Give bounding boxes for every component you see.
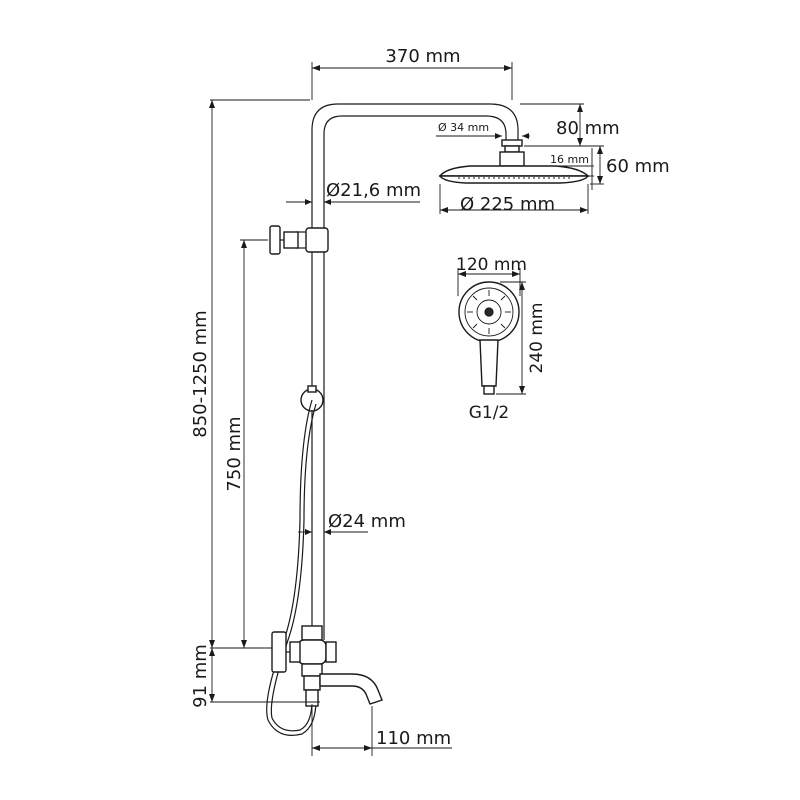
dim-hand-shower-length: 240 mm [527, 303, 547, 374]
head-swivel [499, 151, 525, 167]
dim-head-thickness: 16 mm [550, 153, 589, 166]
shower-column [311, 103, 525, 640]
head-connector-lower [504, 145, 520, 153]
dim-hand-shower-width: 120 mm [456, 255, 527, 275]
hand-shower-detail [458, 281, 520, 395]
dim-head-height: 60 mm [606, 156, 670, 177]
dim-spout-length: 110 mm [376, 728, 451, 749]
dim-connector-diameter: Ø 34 mm [438, 121, 489, 134]
dim-total-height: 850-1250 mm [190, 310, 211, 437]
hand-shower-holder [300, 385, 324, 412]
dimension-lines [209, 62, 604, 756]
dim-mixer-height: 91 mm [190, 644, 211, 708]
dim-head-diameter: Ø 225 mm [460, 194, 555, 215]
height-adjuster [269, 225, 329, 255]
dim-holder-height: 750 mm [224, 416, 245, 491]
dim-hand-shower-thread: G1/2 [469, 403, 510, 423]
dim-upper-pipe-diameter: Ø21,6 mm [326, 180, 421, 201]
overhead-shower-head [438, 165, 590, 184]
dim-lower-pipe-diameter: Ø24 mm [328, 511, 406, 532]
dim-head-drop: 80 mm [556, 118, 620, 139]
head-connector [501, 139, 523, 147]
dim-top-width: 370 mm [385, 46, 460, 67]
